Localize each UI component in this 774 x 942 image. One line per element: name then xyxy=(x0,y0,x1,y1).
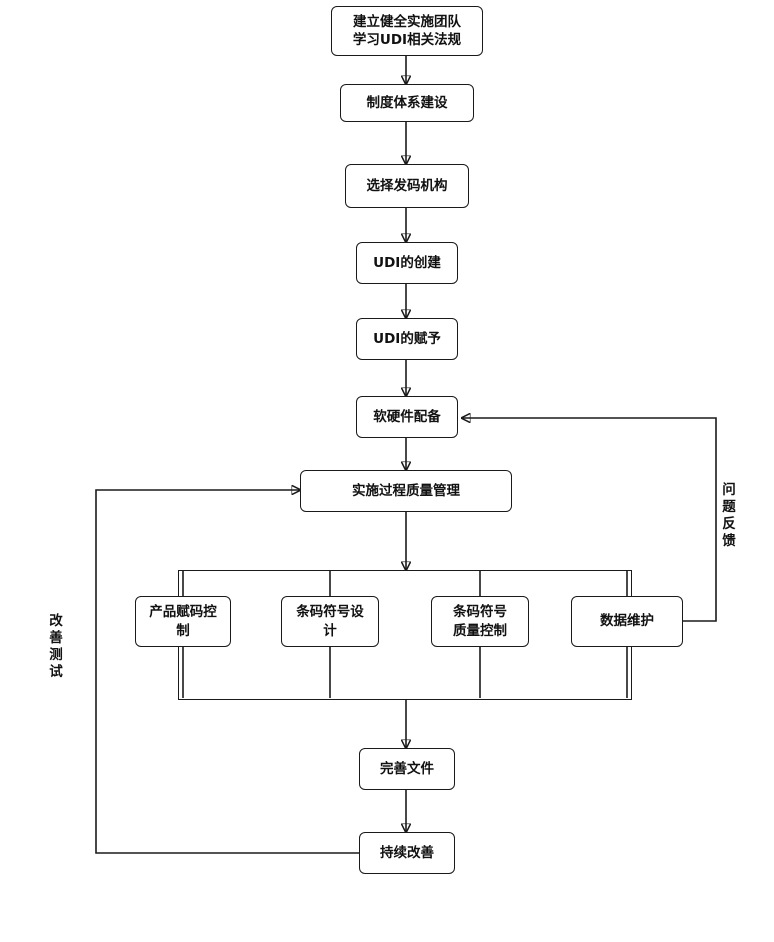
node-system-construction[interactable]: 制度体系建设 xyxy=(340,84,474,122)
node-barcode-symbol-design[interactable]: 条码符号设 计 xyxy=(281,596,379,647)
edge-label-improvement-test: 改善测试 xyxy=(49,613,63,680)
node-udi-creation[interactable]: UDI的创建 xyxy=(356,242,458,284)
node-continuous-improvement[interactable]: 持续改善 xyxy=(359,832,455,874)
implementation-activities-group xyxy=(178,570,632,700)
node-improve-documents[interactable]: 完善文件 xyxy=(359,748,455,790)
node-data-maintenance[interactable]: 数据维护 xyxy=(571,596,683,647)
node-establish-team[interactable]: 建立健全实施团队 学习UDI相关法规 xyxy=(331,6,483,56)
node-hardware-software-provision[interactable]: 软硬件配备 xyxy=(356,396,458,438)
node-product-coding-control[interactable]: 产品赋码控 制 xyxy=(135,596,231,647)
node-udi-assignment[interactable]: UDI的赋予 xyxy=(356,318,458,360)
edge-label-problem-feedback: 问题反馈 xyxy=(722,482,736,549)
node-process-quality-management[interactable]: 实施过程质量管理 xyxy=(300,470,512,512)
node-barcode-quality-control[interactable]: 条码符号 质量控制 xyxy=(431,596,529,647)
node-select-issuing-agency[interactable]: 选择发码机构 xyxy=(345,164,469,208)
